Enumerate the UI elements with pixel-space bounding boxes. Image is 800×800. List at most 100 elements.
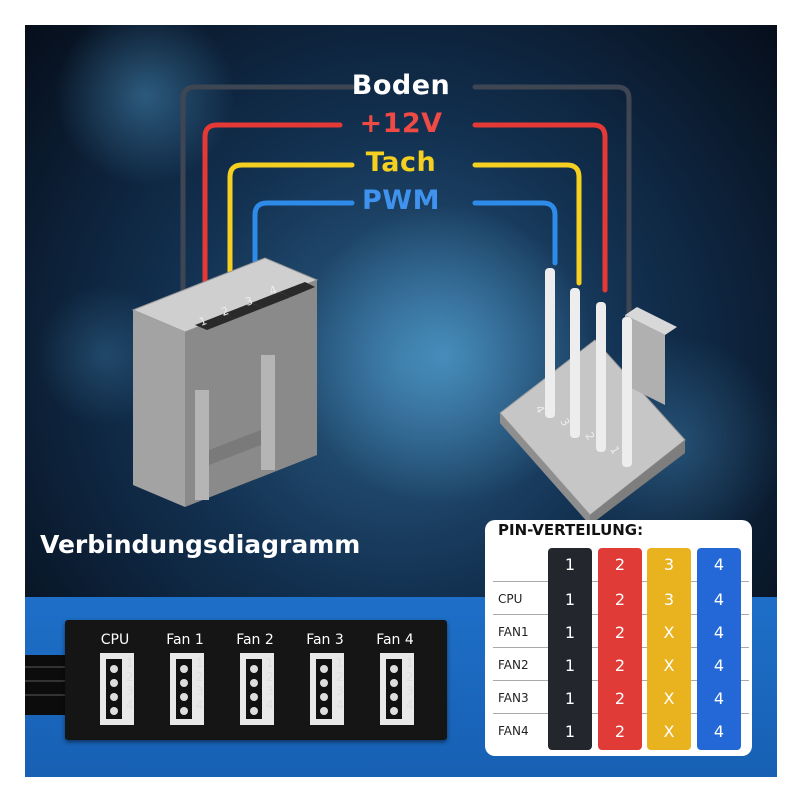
diagram-title: Verbindungsdiagramm [40, 530, 361, 559]
port-pin-number: 4 [196, 698, 204, 712]
port-socket [316, 659, 332, 719]
hub-port-label: Fan 2 [236, 632, 274, 648]
pin-table-row-label: CPU [498, 592, 523, 606]
wire-ground-right [472, 84, 632, 315]
port-pin [180, 679, 188, 687]
port-pin-number: 3 [336, 684, 344, 698]
pin-table-cell: 4 [713, 722, 725, 741]
hub-port-label: Fan 1 [166, 632, 204, 648]
port-socket [246, 659, 262, 719]
hub-fan-port [170, 653, 204, 725]
port-pin [110, 665, 118, 673]
label-ground: Boden [351, 70, 451, 101]
port-pin [390, 679, 398, 687]
pin-table-cell: 1 [564, 689, 576, 708]
port-pin-number: 2 [406, 670, 414, 684]
pin-column-1 [548, 548, 592, 750]
port-pin [180, 693, 188, 701]
port-pin-number: 1 [196, 656, 204, 670]
pin-table-row-label: FAN1 [498, 625, 529, 639]
port-pin [320, 707, 328, 715]
label-12v: +12V [359, 108, 443, 139]
pin-table-cell: 2 [614, 656, 626, 675]
wire-ground-left [180, 84, 355, 320]
port-pin [390, 665, 398, 673]
wire-pwm-right [472, 200, 558, 266]
hub-fan-port [100, 653, 134, 725]
hub-port-label: Fan 3 [306, 632, 344, 648]
hub-fan-port [240, 653, 274, 725]
connector-pin-1-label: 1 [198, 314, 209, 329]
diagram-stage: 1 2 3 4 4 3 2 1 Boden +12V Tach PWM Verb… [25, 25, 777, 777]
port-pin [250, 693, 258, 701]
hub-port-label: Fan 4 [376, 632, 414, 648]
wire-12v-right [472, 122, 608, 293]
pin-table-cell: 4 [713, 623, 725, 642]
pin-table-cell: X [663, 656, 675, 675]
hub-port-label: CPU [100, 632, 130, 648]
port-pin-number: 3 [196, 684, 204, 698]
pin-table-cell: 1 [564, 722, 576, 741]
pin-table-row-label: FAN4 [498, 724, 529, 738]
port-pin-number: 2 [336, 670, 344, 684]
port-pin-number: 3 [406, 684, 414, 698]
pin-table-cell: 2 [614, 590, 626, 609]
port-pin-number: 2 [266, 670, 274, 684]
connector-pin-3-label: 3 [244, 294, 255, 309]
connector-pin-2-label: 2 [220, 304, 231, 319]
port-pin [320, 693, 328, 701]
pin-header-cell: 4 [713, 555, 725, 574]
port-pin [180, 665, 188, 673]
pin-header-cell: 1 [564, 555, 576, 574]
male-header: 4 3 2 1 [499, 268, 686, 525]
port-pin-number: 2 [196, 670, 204, 684]
port-pin [320, 665, 328, 673]
port-pin-number: 1 [406, 656, 414, 670]
pin-table-cell: 2 [614, 722, 626, 741]
port-socket [176, 659, 192, 719]
port-pin [250, 665, 258, 673]
port-pin [250, 679, 258, 687]
pin-table-title: PIN-VERTEILUNG: [498, 521, 644, 539]
port-pin-number: 1 [266, 656, 274, 670]
port-pin-number: 3 [266, 684, 274, 698]
port-pin [320, 679, 328, 687]
port-pin [250, 707, 258, 715]
port-pin-number: 1 [126, 656, 134, 670]
port-pin [110, 707, 118, 715]
port-pin [390, 693, 398, 701]
hub-fan-port [310, 653, 344, 725]
pin-table-cell: X [663, 722, 675, 741]
wire-pwm-left [252, 200, 355, 271]
label-pwm: PWM [362, 185, 440, 216]
wire-tach-left [227, 162, 355, 281]
pin-table-cell: 1 [564, 590, 576, 609]
port-pin-number: 2 [126, 670, 134, 684]
label-tach: Tach [365, 147, 437, 178]
port-pin [110, 693, 118, 701]
pin-header-cell: 2 [614, 555, 626, 574]
pin-column-2 [598, 548, 642, 750]
port-pin [110, 679, 118, 687]
pin-table-cell: 4 [713, 689, 725, 708]
pin-table-cell: 2 [614, 689, 626, 708]
port-socket [106, 659, 122, 719]
connector-pin-4-label: 4 [268, 283, 279, 298]
port-pin-number: 4 [266, 698, 274, 712]
port-pin-number: 3 [126, 684, 134, 698]
pin-table-cell: 4 [713, 590, 725, 609]
wire-12v-left [202, 122, 343, 291]
pin-table-cell: 2 [614, 623, 626, 642]
pin-table-cell: 1 [564, 656, 576, 675]
pin-column-3 [647, 548, 691, 750]
female-connector: 1 2 3 4 [131, 257, 319, 507]
wire-tach-right [472, 162, 582, 286]
pin-header-cell: 3 [663, 555, 675, 574]
pin-table-cell: 3 [663, 590, 675, 609]
pin-table-cell: 4 [713, 656, 725, 675]
pin-table-cell: 1 [564, 623, 576, 642]
port-socket [386, 659, 402, 719]
pin-table-row-label: FAN3 [498, 691, 529, 705]
port-pin-number: 1 [336, 656, 344, 670]
port-pin-number: 4 [336, 698, 344, 712]
